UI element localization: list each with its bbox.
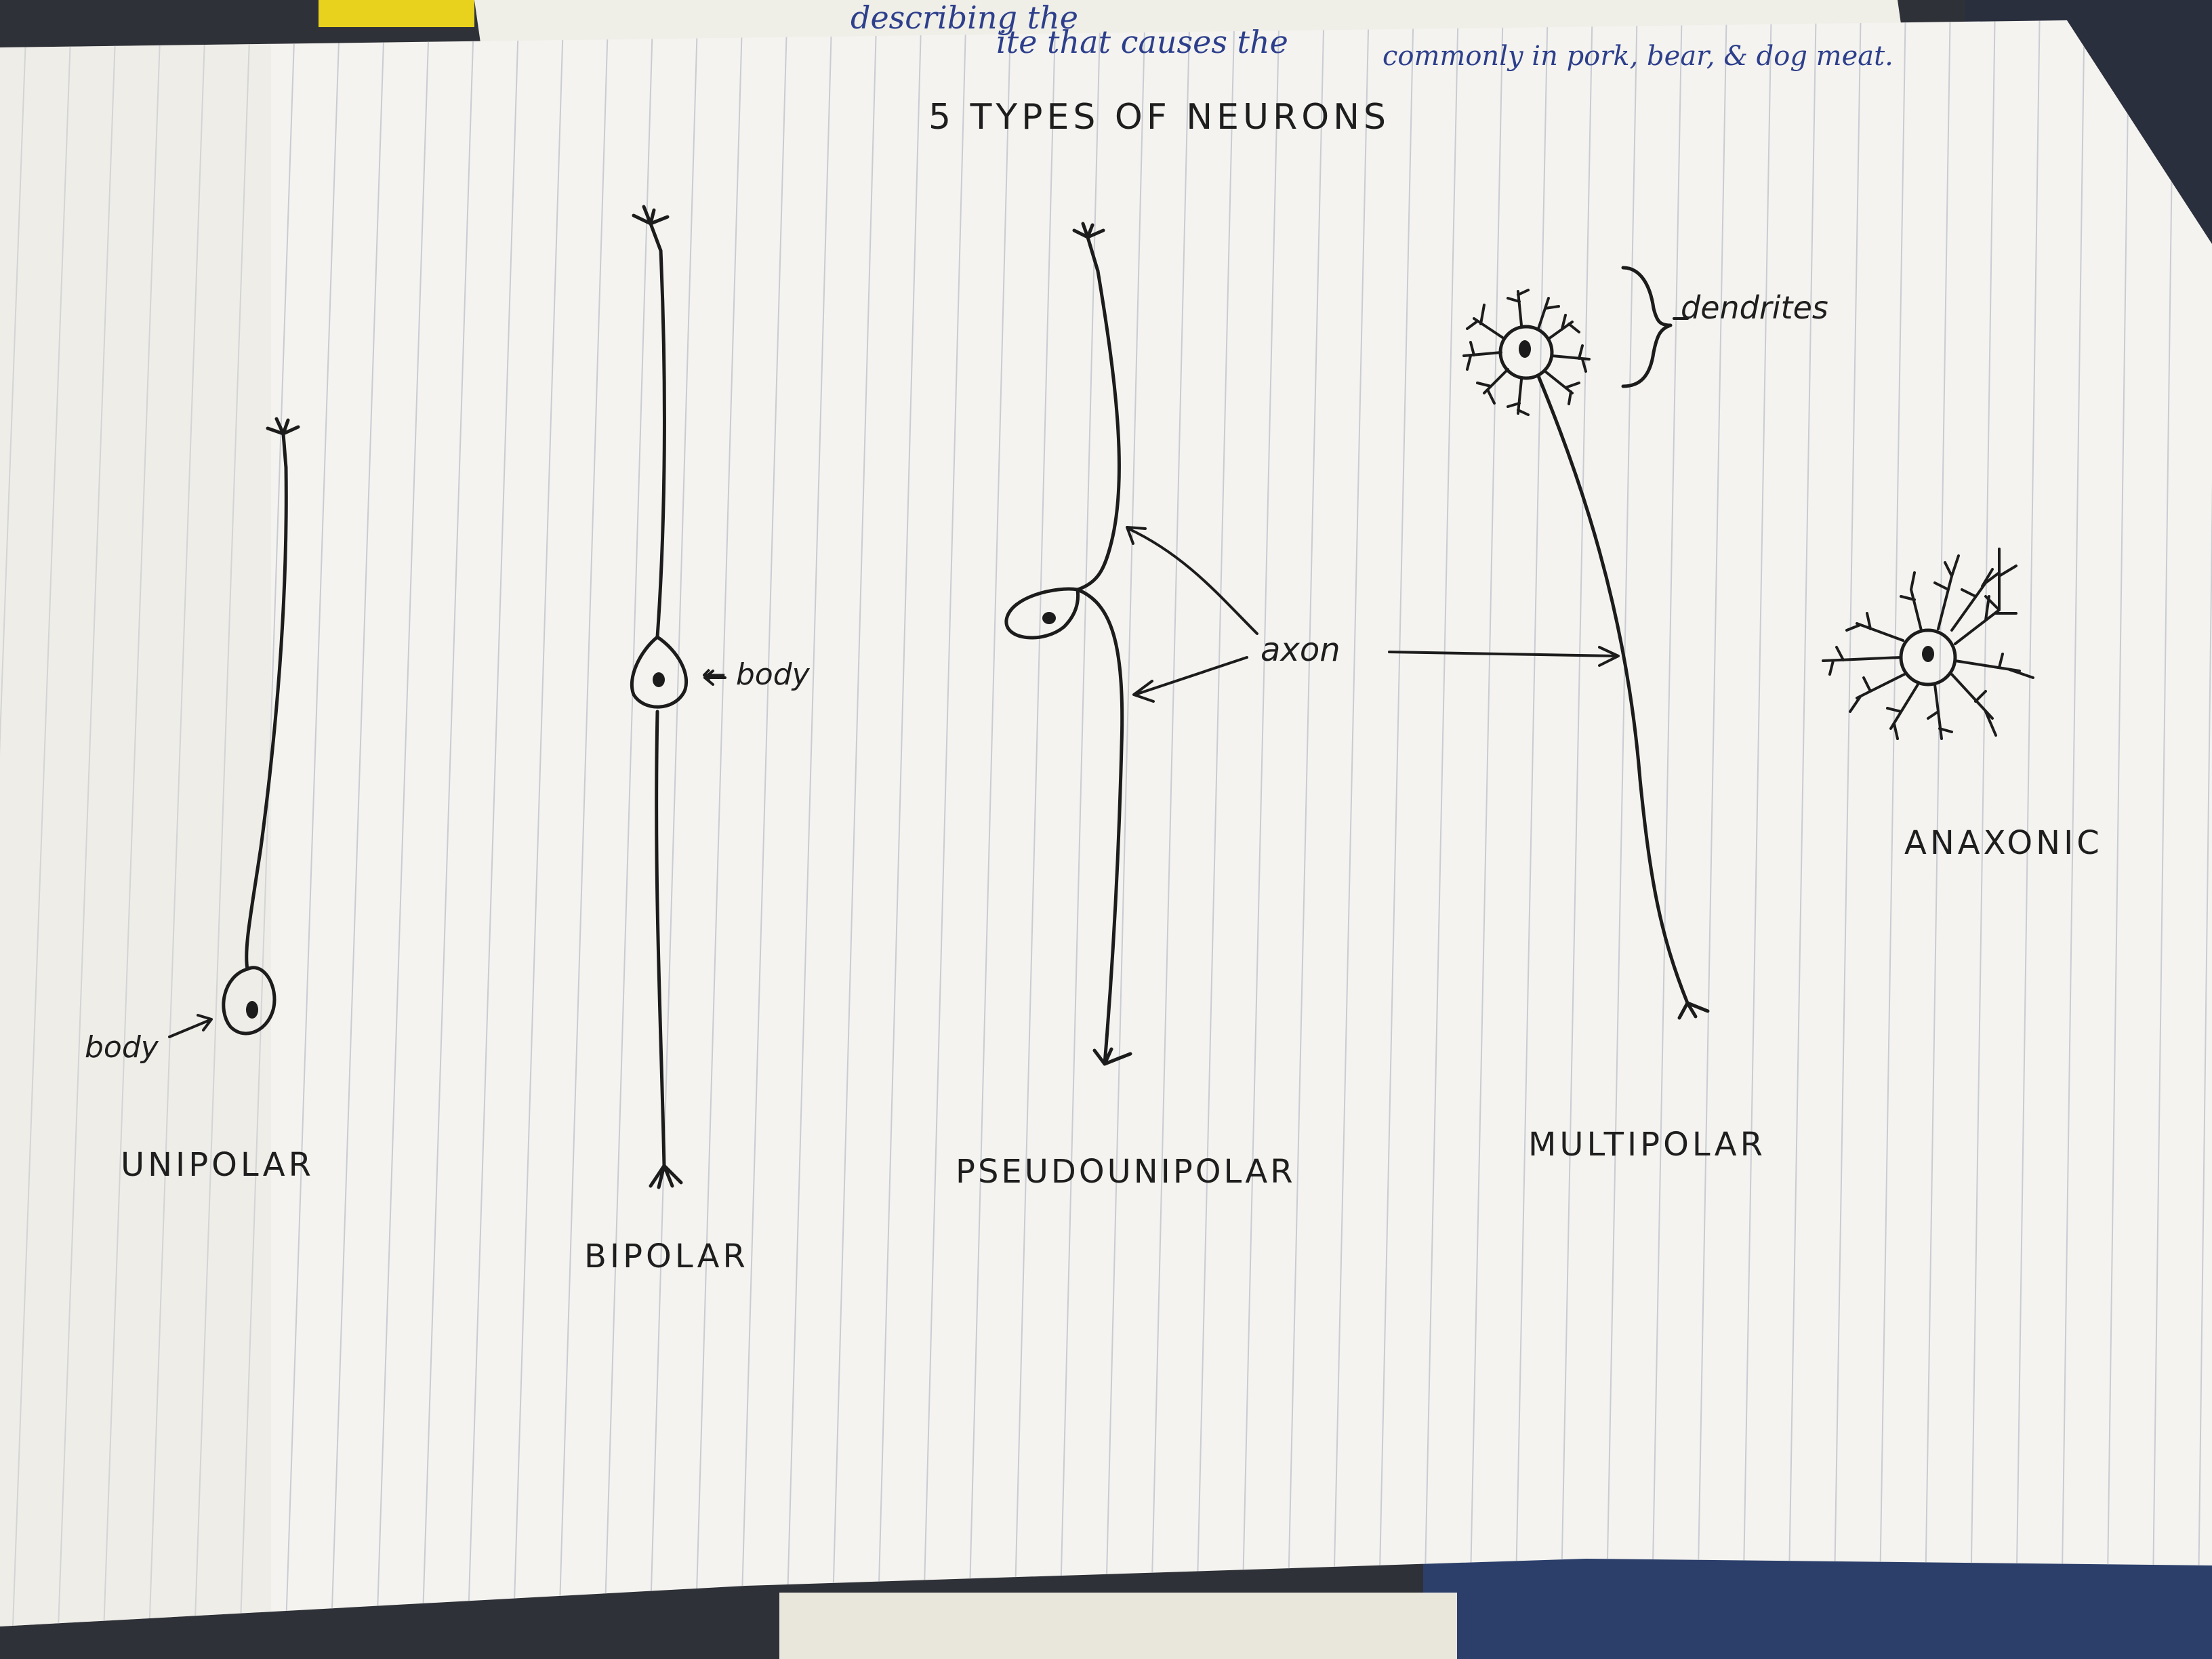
- rule-line: [1286, 20, 1325, 1626]
- rule-line: [1923, 20, 1951, 1626]
- rule-line: [2015, 20, 2041, 1626]
- rule-line: [1650, 20, 1683, 1626]
- rule-line: [1696, 20, 1727, 1626]
- dendrites-label: dendrites: [1681, 289, 1828, 326]
- rule-line: [1058, 20, 1101, 1626]
- multipolar-label: MULTIPOLAR: [1528, 1126, 1766, 1164]
- axon-label: axon: [1261, 631, 1340, 669]
- rule-line: [102, 20, 162, 1626]
- rule-line: [2151, 20, 2175, 1626]
- rule-line: [284, 20, 341, 1626]
- rule-line: [466, 20, 520, 1626]
- unipolar-neuron: [168, 417, 300, 1038]
- rule-line: [1468, 20, 1504, 1626]
- rule-line: [1240, 20, 1280, 1626]
- note-line-2: ite that causes the: [996, 24, 1288, 60]
- multipolar-neuron: [1462, 266, 1710, 1020]
- rule-line: [375, 20, 430, 1626]
- rule-line: [602, 20, 654, 1626]
- rule-line: [649, 20, 699, 1626]
- rule-line: [1422, 20, 1459, 1626]
- rule-line: [967, 20, 1012, 1626]
- rule-line: [512, 20, 565, 1626]
- rule-line: [11, 20, 73, 1626]
- rule-line: [2196, 20, 2212, 1626]
- page-title: 5 TYPES OF NEURONS: [928, 97, 1390, 138]
- rule-line: [785, 20, 833, 1626]
- rule-line: [1878, 20, 1906, 1626]
- pseudounipolar-neuron: [1004, 222, 1620, 1066]
- yellow-object: [319, 0, 474, 27]
- rule-line: [1787, 20, 1817, 1626]
- rule-line: [830, 20, 878, 1626]
- rule-line: [2060, 20, 2085, 1626]
- rule-line: [1559, 20, 1593, 1626]
- rule-line: [922, 20, 967, 1626]
- rule-line: [876, 20, 922, 1626]
- rule-line: [557, 20, 609, 1626]
- anaxonic-label: ANAXONIC: [1904, 824, 2103, 862]
- rule-line: [1969, 20, 1996, 1626]
- rule-line: [1513, 20, 1549, 1626]
- rule-line: [1377, 20, 1414, 1626]
- anaxonic-neuron: [1822, 548, 2034, 740]
- rule-line: [2106, 20, 2130, 1626]
- rule-line: [239, 20, 296, 1626]
- bipolar-body-label: ← body: [701, 657, 811, 692]
- rule-line: [1332, 20, 1370, 1626]
- rule-line: [1605, 20, 1638, 1626]
- note-line-3: commonly in pork, bear, & dog meat.: [1382, 41, 1893, 72]
- note-line-1: describing the: [851, 0, 1078, 36]
- rule-line: [193, 20, 251, 1626]
- rule-line: [739, 20, 788, 1626]
- rule-line: [694, 20, 743, 1626]
- rule-line: [421, 20, 475, 1626]
- rule-line: [1149, 20, 1191, 1626]
- unipolar-body-label: body: [85, 1030, 159, 1065]
- rule-line: [1104, 20, 1146, 1626]
- rule-line: [1012, 20, 1057, 1626]
- unipolar-label: UNIPOLAR: [121, 1146, 314, 1184]
- rule-line: [0, 20, 28, 1626]
- rule-line: [56, 20, 117, 1626]
- rule-line: [1741, 20, 1772, 1626]
- rule-line: [1832, 20, 1862, 1626]
- bipolar-neuron: [630, 205, 726, 1189]
- pseudounipolar-label: PSEUDOUNIPOLAR: [956, 1153, 1296, 1191]
- bipolar-label: BIPOLAR: [584, 1237, 749, 1275]
- rule-line: [1195, 20, 1235, 1626]
- rule-line: [147, 20, 207, 1626]
- rule-line: [329, 20, 386, 1626]
